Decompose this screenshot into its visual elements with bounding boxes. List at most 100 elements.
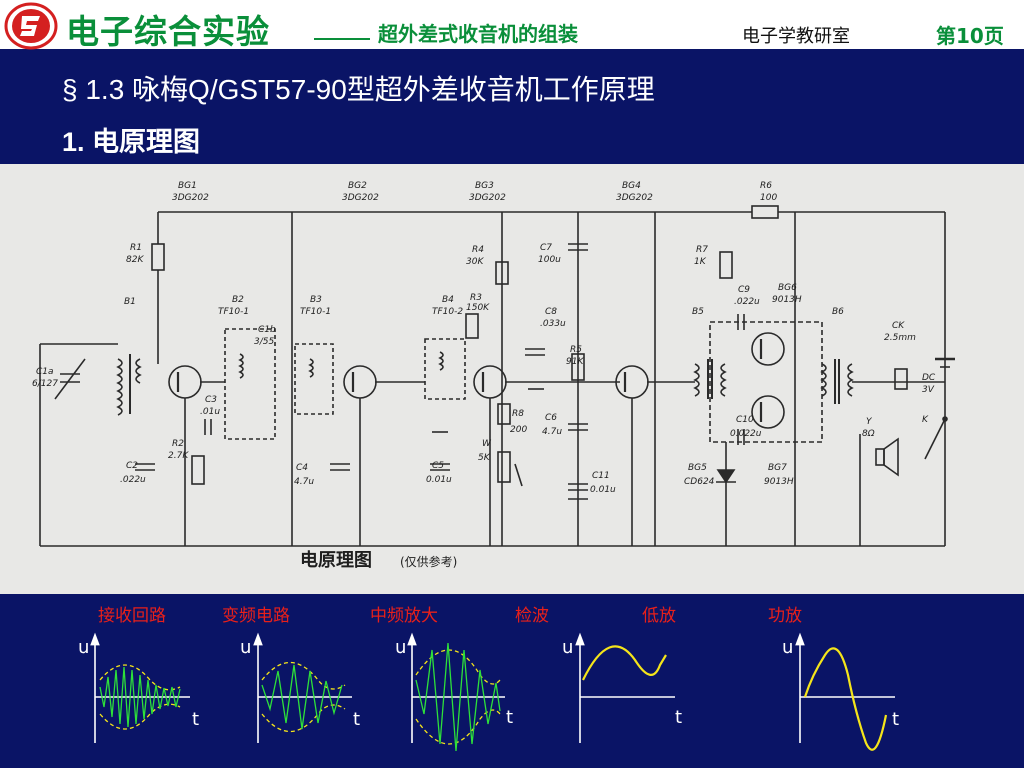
- label-c5: C5: [432, 461, 444, 471]
- subheading: 1. 电原理图: [62, 127, 201, 157]
- label-b2: B2: [232, 295, 244, 305]
- axis-t-1: t: [192, 709, 199, 730]
- label-c8-val: .033u: [540, 319, 566, 329]
- label-c9-val: .022u: [734, 297, 760, 307]
- lab-name: 电子学教研室: [742, 26, 850, 47]
- label-c7: C7: [540, 243, 552, 253]
- label-b4-type: TF10-2: [432, 307, 463, 317]
- label-c1a: C1a: [36, 367, 54, 377]
- label-r8: R8: [512, 409, 524, 419]
- axis-t-4: t: [675, 707, 682, 728]
- label-ck-type: 2.5mm: [884, 333, 916, 343]
- label-c11: C11: [592, 471, 610, 481]
- label-r6-val: 100: [760, 193, 777, 203]
- label-c6-val: 4.7u: [542, 427, 562, 437]
- axis-t-2: t: [353, 709, 360, 730]
- label-b6: B6: [832, 307, 844, 317]
- label-r2: R2: [172, 439, 184, 449]
- label-c10: C10: [736, 415, 754, 425]
- label-c3: C3: [205, 395, 217, 405]
- label-b2-type: TF10-1: [218, 307, 249, 317]
- label-b3: B3: [310, 295, 322, 305]
- course-subtitle: 超外差式收音机的组装: [378, 22, 578, 46]
- label-c9: C9: [738, 285, 750, 295]
- stage-label-receive: 接收回路: [98, 606, 166, 626]
- label-ck: CK: [892, 321, 905, 331]
- label-c1a-val: 6/127: [32, 379, 58, 389]
- label-r1-val: 82K: [126, 255, 144, 265]
- label-c5-val: 0.01u: [426, 475, 452, 485]
- label-k: K: [922, 415, 929, 425]
- label-r2-val: 2.7K: [168, 451, 189, 461]
- label-c7-val: 100u: [538, 255, 561, 265]
- axis-u-2: u: [240, 637, 251, 658]
- course-title: 电子综合实验: [66, 12, 270, 51]
- logo-icon: [4, 2, 58, 50]
- stage-label-if-amp: 中频放大: [370, 606, 438, 626]
- label-c4-val: 4.7u: [294, 477, 314, 487]
- label-c2-val: .022u: [120, 475, 146, 485]
- label-r7: R7: [696, 245, 708, 255]
- label-bg4: BG4: [622, 181, 641, 191]
- label-bg5-type: CD624: [684, 477, 715, 487]
- label-bg7: BG7: [768, 463, 787, 473]
- label-c2: C2: [126, 461, 138, 471]
- section-heading: § 1.3 咏梅Q/GST57-90型超外差收音机工作原理: [62, 74, 655, 105]
- label-c10-val: 0.022u: [730, 429, 762, 439]
- label-bg2: BG2: [348, 181, 367, 191]
- schematic-drawing: BG1 3DG202 BG2 3DG202 BG3 3DG202 BG4 3DG…: [32, 181, 955, 571]
- header-bar: 电子综合实验 超外差式收音机的组装 电子学教研室 第10页: [0, 0, 1024, 52]
- label-r4-val: 30K: [466, 257, 484, 267]
- label-dc-val: 3V: [922, 385, 935, 395]
- label-bg1-type: 3DG202: [172, 193, 209, 203]
- label-c6: C6: [545, 413, 557, 423]
- axis-u-3: u: [395, 637, 406, 658]
- label-r4: R4: [472, 245, 484, 255]
- label-bg6-type: 9013H: [772, 295, 802, 305]
- label-r1: R1: [130, 243, 142, 253]
- label-b4: B4: [442, 295, 454, 305]
- label-bg6: BG6: [778, 283, 797, 293]
- label-w-val: 5K: [478, 453, 491, 463]
- axis-u-1: u: [78, 637, 89, 658]
- label-bg2-type: 3DG202: [342, 193, 379, 203]
- label-w: W: [482, 439, 492, 449]
- stage-label-mixer: 变频电路: [222, 606, 290, 626]
- label-c8: C8: [545, 307, 557, 317]
- label-y: Y: [866, 417, 873, 427]
- label-bg4-type: 3DG202: [616, 193, 653, 203]
- label-c1b-val: 3/55: [254, 337, 274, 347]
- label-r7-val: 1K: [694, 257, 707, 267]
- label-r5-val: 91K: [566, 357, 584, 367]
- stage-label-preamp: 低放: [642, 606, 676, 626]
- label-r6: R6: [760, 181, 772, 191]
- label-r3-val: 150K: [466, 303, 490, 313]
- label-b5: B5: [692, 307, 704, 317]
- label-bg3-type: 3DG202: [469, 193, 506, 203]
- label-bg7-type: 9013H: [764, 477, 794, 487]
- axis-t-5: t: [892, 709, 899, 730]
- label-c11-val: 0.01u: [590, 485, 616, 495]
- label-r3: R3: [470, 293, 482, 303]
- page-number: 第10页: [936, 24, 1004, 48]
- label-r5: R5: [570, 345, 582, 355]
- stage-label-detector: 检波: [515, 606, 549, 626]
- label-r8-val: 200: [510, 425, 527, 435]
- label-y-val: 8Ω: [862, 429, 875, 439]
- waveform-panel: u t u t u t u t u t: [78, 632, 899, 752]
- label-bg5: BG5: [688, 463, 707, 473]
- schematic-caption-note: (仅供参考): [400, 554, 457, 569]
- label-c1b: C1b: [258, 325, 276, 335]
- label-c3-val: .01u: [200, 407, 220, 417]
- label-bg1: BG1: [178, 181, 197, 191]
- axis-t-3: t: [506, 707, 513, 728]
- axis-u-5: u: [782, 637, 793, 658]
- label-b1: B1: [124, 297, 136, 307]
- axis-u-4: u: [562, 637, 573, 658]
- label-dc: DC: [922, 373, 936, 383]
- label-bg3: BG3: [475, 181, 494, 191]
- title-dash: [314, 38, 370, 40]
- circuit-schematic: BG1 3DG202 BG2 3DG202 BG3 3DG202 BG4 3DG…: [0, 164, 1024, 594]
- label-c4: C4: [296, 463, 308, 473]
- schematic-caption: 电原理图: [300, 549, 372, 571]
